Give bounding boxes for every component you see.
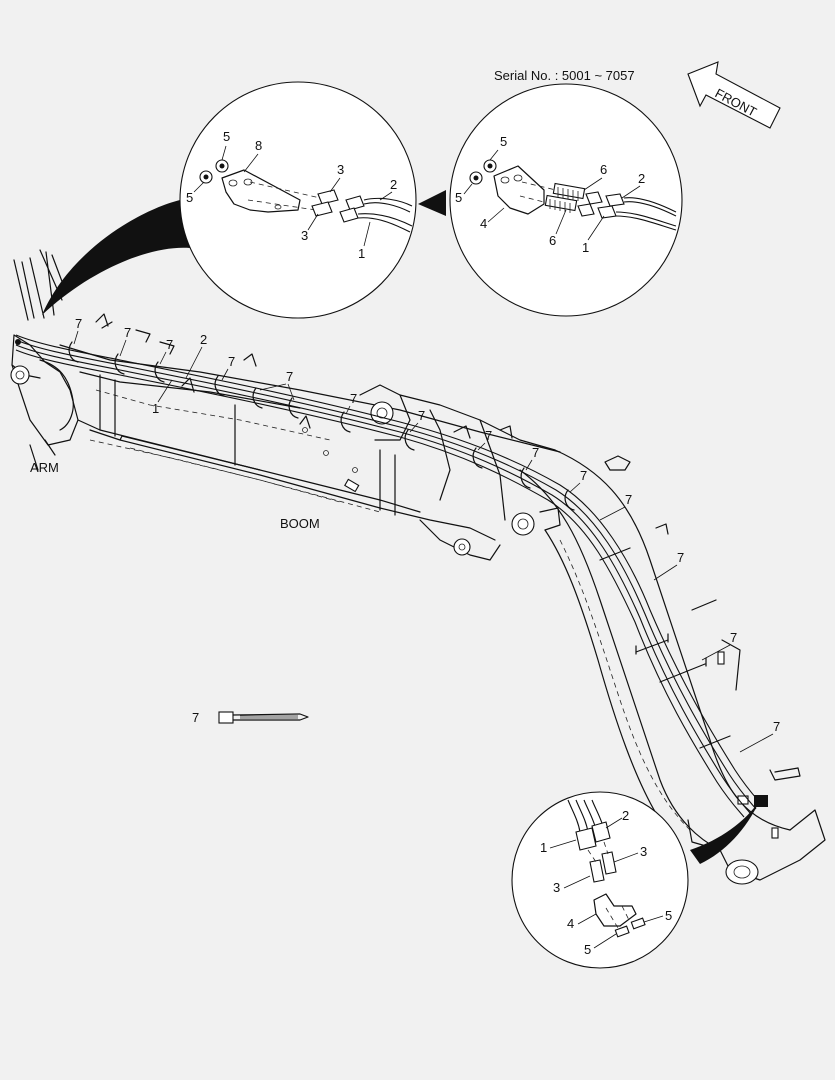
detail-circle-left: 5 5 8 3 3 2 1	[42, 81, 417, 319]
serial-number: Serial No. : 5001 ~ 7057	[494, 68, 635, 83]
detail-callout-8: 8	[255, 138, 262, 153]
callout-7: 7	[773, 719, 780, 734]
detail-callout-5: 5	[455, 190, 462, 205]
boom-label: BOOM	[280, 516, 320, 531]
detail-callout-3: 3	[337, 162, 344, 177]
callout-7: 7	[580, 468, 587, 483]
detail-callout-5: 5	[665, 908, 672, 923]
detail-callout-5: 5	[186, 190, 193, 205]
hose-bundle	[15, 334, 768, 818]
callout-7: 7	[75, 316, 82, 331]
detail-callout-2: 2	[622, 808, 629, 823]
callout-7: 7	[532, 445, 539, 460]
detail-circle-right: 5 5 4 6 6 2 1	[449, 83, 683, 317]
callout-7: 7	[625, 492, 632, 507]
callout-7: 7	[228, 354, 235, 369]
callout-7: 7	[730, 630, 737, 645]
callout-7: 7	[677, 550, 684, 565]
callout-7: 7	[350, 391, 357, 406]
callout-7: 7	[418, 408, 425, 423]
arm-label: ARM	[30, 460, 59, 475]
callout-2: 2	[200, 332, 207, 347]
detail-callout-3: 3	[553, 880, 560, 895]
detail-callout-4: 4	[567, 916, 574, 931]
callout-1: 1	[152, 401, 159, 416]
callout-7: 7	[485, 428, 492, 443]
detail-callout-1: 1	[540, 840, 547, 855]
detail-callout-2: 2	[638, 171, 645, 186]
detail-callout-6: 6	[549, 233, 556, 248]
detail-callout-1: 1	[582, 240, 589, 255]
detail-callout-4: 4	[480, 216, 487, 231]
boom-structure	[89, 374, 826, 885]
callout-7: 7	[124, 325, 131, 340]
clamp-rings	[68, 341, 575, 511]
detail-callout-3: 3	[640, 844, 647, 859]
cable-tie-label: 7	[192, 710, 199, 725]
cable-tie-icon	[218, 711, 309, 724]
detail-callout-2: 2	[390, 177, 397, 192]
detail-callout-3: 3	[301, 228, 308, 243]
callout-7: 7	[286, 369, 293, 384]
brackets	[95, 313, 669, 535]
detail-callout-5: 5	[500, 134, 507, 149]
detail-arrow-icon	[418, 190, 446, 216]
detail-callout-6: 6	[600, 162, 607, 177]
detail-callout-5: 5	[223, 129, 230, 144]
detail-callout-1: 1	[358, 246, 365, 261]
front-arrow-icon: FRONT	[687, 61, 781, 129]
detail-circle-bottom: 2 1 3 3 4 5 5	[511, 791, 760, 969]
callouts-seven: 7 7 7 7 7 7 7 7 7 7 7 7 7 7	[73, 316, 780, 753]
detail-callout-5: 5	[584, 942, 591, 957]
callout-7: 7	[166, 337, 173, 352]
